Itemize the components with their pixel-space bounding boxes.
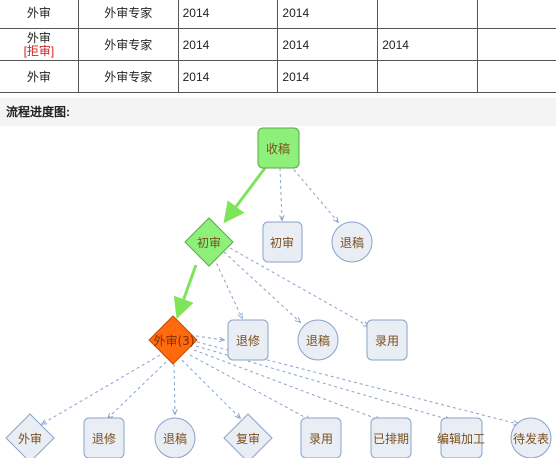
node-label: 退修 (236, 333, 260, 348)
edge (280, 167, 282, 220)
node-accept[interactable]: 录用 (300, 417, 342, 458)
active-edges (173, 167, 267, 319)
node-label: 退修 (92, 431, 116, 446)
node-label: 外审 (18, 431, 42, 446)
node-label: 初审 (197, 235, 221, 250)
table-row: 外审 外审专家 2014 2014 (0, 60, 556, 93)
table-row: 外审 外审专家 2014 2014 (0, 0, 556, 29)
stage-cell: 外审 (0, 60, 79, 93)
edge (108, 361, 167, 418)
edge (289, 164, 338, 222)
node-label: 收稿 (266, 141, 290, 156)
extra-cell (477, 28, 556, 61)
edge-receive-to-first-review (223, 167, 267, 224)
edge (213, 257, 242, 318)
node-label: 退稿 (340, 235, 364, 250)
node-revise[interactable]: 退修 (227, 319, 269, 361)
reject-status: [拒审] (23, 44, 55, 58)
stage-cell: 外审 (0, 0, 79, 29)
node-withdraw[interactable]: 退稿 (331, 221, 373, 263)
node-first-review-option[interactable]: 初审 (262, 221, 303, 263)
edge (223, 251, 300, 322)
edge (42, 354, 161, 424)
node-label: 已排期 (373, 432, 409, 446)
stage-cell: 外审 [拒审] (0, 28, 79, 61)
node-pending-publish[interactable]: 待发表 (510, 417, 552, 458)
edge (229, 247, 368, 326)
date-cell: 2014 (177, 0, 279, 29)
node-label: 退稿 (163, 431, 187, 446)
date-cell: 2014 (277, 60, 379, 93)
node-editing[interactable]: 编辑加工 (437, 417, 485, 458)
node-first-review[interactable]: 初审 (184, 217, 234, 267)
node-label: 退稿 (306, 333, 330, 348)
node-label: 初审 (270, 235, 294, 250)
edge (195, 335, 224, 340)
extra-cell (477, 60, 556, 93)
node-external-review-next[interactable]: 外审 (5, 413, 55, 458)
node-receive[interactable]: 收稿 (257, 127, 300, 169)
node-re-review[interactable]: 复审 (223, 413, 273, 458)
reviewer-cell: 外审专家 (77, 60, 179, 93)
date-cell (377, 60, 479, 93)
edge (193, 349, 380, 420)
node-accept[interactable]: 录用 (366, 319, 408, 361)
node-label: 复审 (236, 431, 260, 446)
node-label: 外审(3) (154, 333, 195, 348)
edge (181, 359, 240, 418)
node-label: 录用 (309, 432, 333, 446)
pending-edges (42, 164, 518, 424)
edge-first-review-to-external (173, 264, 198, 319)
date-cell: 2014 (377, 28, 479, 61)
node-withdraw[interactable]: 退稿 (154, 417, 196, 458)
review-log-table: 外审 外审专家 2014 2014 外审 [拒审] 外审专家 2014 2014… (0, 0, 556, 93)
edge (189, 354, 310, 420)
date-cell: 2014 (277, 28, 379, 61)
date-cell: 2014 (177, 60, 279, 93)
edge (174, 363, 175, 414)
node-scheduled[interactable]: 已排期 (370, 417, 412, 458)
flow-chart-title: 流程进度图: (0, 98, 556, 126)
node-label: 录用 (375, 334, 399, 348)
node-external-review[interactable]: 外审(3) (148, 315, 198, 365)
node-revise[interactable]: 退修 (83, 417, 125, 458)
node-label: 待发表 (513, 431, 549, 446)
node-label: 编辑加工 (437, 431, 485, 446)
node-withdraw[interactable]: 退稿 (297, 319, 339, 361)
